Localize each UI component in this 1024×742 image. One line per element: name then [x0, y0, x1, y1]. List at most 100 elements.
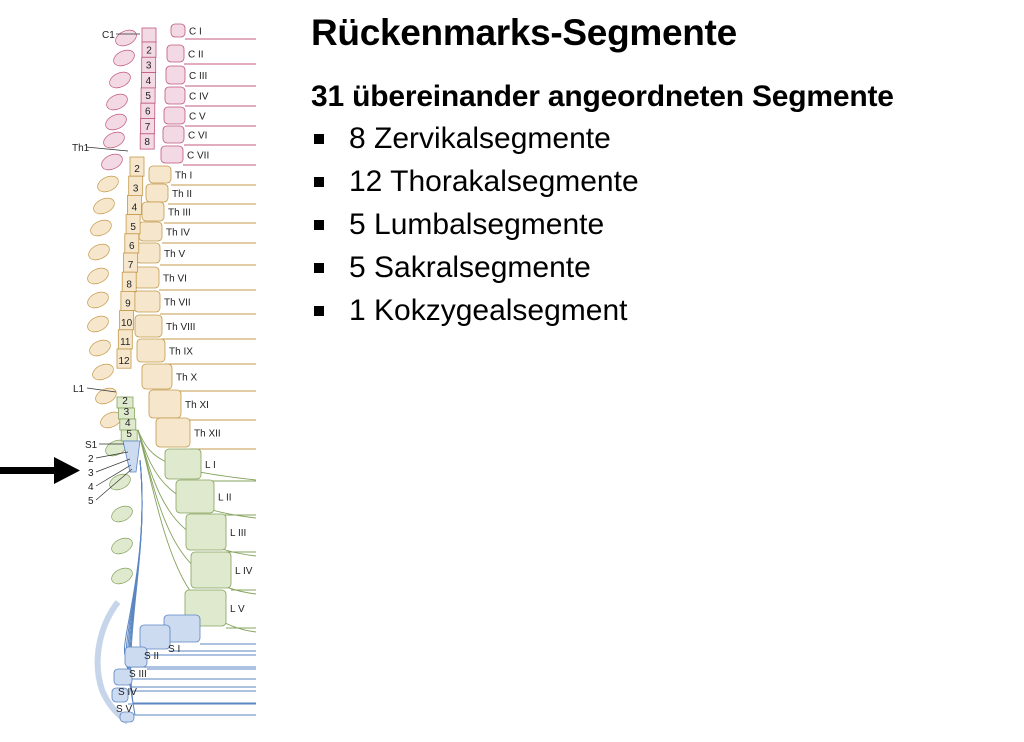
thoracic-cord-segment-label: 6	[129, 241, 135, 252]
spinous-process	[101, 153, 123, 171]
spinous-process	[106, 93, 128, 111]
bullet-square-icon	[314, 220, 324, 230]
vertebra-label: Th VII	[164, 298, 191, 309]
spinous-process	[89, 339, 111, 357]
bullet-square-icon	[314, 177, 324, 187]
thoracic-cord-segment-label: 4	[132, 203, 138, 214]
vertebra-label: Th VI	[163, 274, 187, 285]
spinous-process	[111, 567, 133, 585]
vertebra-label: Th XII	[194, 429, 221, 440]
spinous-process	[103, 131, 125, 149]
leader-line	[85, 146, 129, 152]
vertebra-label: L II	[218, 493, 232, 504]
thoracic-cord-segment-label: 3	[133, 183, 139, 194]
vertebra-label: C II	[188, 50, 204, 61]
spinous-process	[90, 219, 112, 237]
vertebra-label: Th III	[168, 208, 191, 219]
cord-label: 4	[88, 482, 94, 493]
spinous-processes	[87, 29, 137, 725]
vertebra-body	[138, 221, 163, 242]
vertebra-body	[170, 23, 186, 38]
list-item-sacral: 5 Sakralsegmente	[311, 250, 639, 293]
vertebra-body	[148, 165, 172, 184]
vertebra-body	[190, 551, 232, 589]
vertebra-label: Th I	[175, 171, 192, 182]
thoracic-cord-segment-label: 12	[118, 356, 130, 367]
pointer-arrow	[0, 457, 80, 484]
vertebra-label: C VII	[187, 151, 209, 162]
lumbar-root-line	[137, 429, 257, 519]
vertebra-label: Th VIII	[166, 322, 195, 333]
slide-title: Rückenmarks-Segmente	[311, 12, 737, 53]
vertebra-body	[133, 290, 161, 313]
vertebra-body	[136, 338, 166, 363]
leader-line	[95, 464, 132, 487]
lumbar-root-line	[137, 429, 257, 633]
list-item-thoracic: 12 Thorakalsegmente	[311, 164, 639, 207]
thoracic-cord-segment-label: 8	[126, 279, 132, 290]
list-item-text: 5 Sakralsegmente	[349, 251, 591, 284]
vertebra-body	[124, 646, 148, 668]
lumbar-cord-segment-label: 4	[125, 418, 131, 429]
cervical-cord-segment	[141, 27, 157, 43]
cervical-cord-segment-label: 8	[144, 137, 150, 148]
cervical-cord-segment-label: 6	[145, 107, 151, 118]
vertebra-body	[164, 448, 202, 480]
spinous-process	[88, 243, 110, 261]
spinous-process	[109, 473, 131, 491]
lumbar-cord-segment-label: 3	[124, 407, 130, 418]
vertebra-label: L IV	[235, 566, 253, 577]
cervical-cord-segment	[139, 133, 155, 150]
vertebra-body	[165, 65, 186, 85]
leader-line	[95, 451, 129, 459]
vertebra-body	[185, 513, 227, 551]
coccyx	[119, 711, 135, 723]
vertebra-label: C IV	[189, 92, 209, 103]
leader-line	[95, 468, 133, 501]
vertebra-body	[139, 624, 171, 650]
leader-line	[95, 458, 131, 473]
cervical-cord-segment-label: 7	[145, 122, 151, 133]
vertebra-label: L I	[205, 460, 216, 471]
lumbar-root-line	[137, 429, 257, 557]
vertebra-body	[141, 201, 165, 222]
arrow-shaft	[0, 467, 58, 474]
vertebra-label: S V	[116, 704, 132, 715]
bullet-square-icon	[314, 306, 324, 316]
list-item-text: 8 Zervikalsegmente	[349, 122, 611, 155]
vertebra-label: S IV	[118, 687, 137, 698]
vertebra-label: Th IX	[169, 347, 193, 358]
vertebra-label: Th IV	[166, 228, 190, 239]
thoracic-cord-segment-label: 2	[134, 164, 140, 175]
list-item-coccygeal: 1 Kokzygealsegment	[311, 293, 639, 336]
vertebra-label: Th V	[164, 249, 185, 260]
vertebra-label: Th XI	[185, 400, 209, 411]
vertebra-body	[164, 86, 186, 105]
list-heading: 31 übereinander angeordneten Segmente	[311, 80, 894, 113]
spinous-process	[111, 505, 133, 523]
spinous-process	[115, 29, 137, 47]
vertebra-body	[162, 125, 185, 144]
vertebra-body	[111, 687, 129, 703]
vertebra-body	[163, 106, 186, 125]
vertebra-label: L V	[230, 604, 245, 615]
cauda-equina-line	[130, 459, 256, 716]
vertebra-body	[175, 479, 215, 514]
spinous-process	[113, 49, 135, 67]
vertebra-body	[160, 145, 184, 164]
cord-label: L1	[73, 384, 85, 395]
bullet-square-icon	[314, 263, 324, 273]
vertebra-body	[134, 314, 163, 338]
arrow-head-icon	[54, 457, 80, 484]
vertebra-body	[113, 668, 133, 686]
vertebra-label: Th II	[172, 189, 192, 200]
sacral-cord-segment	[122, 440, 141, 473]
vertebra-body	[135, 242, 161, 264]
spinous-process	[97, 175, 119, 193]
list-item-lumbar: 5 Lumbalsegmente	[311, 207, 639, 250]
vertebra-body	[148, 389, 182, 419]
vertebra-label: S III	[129, 669, 147, 680]
lumbar-cord-segment-label: 5	[126, 429, 132, 440]
